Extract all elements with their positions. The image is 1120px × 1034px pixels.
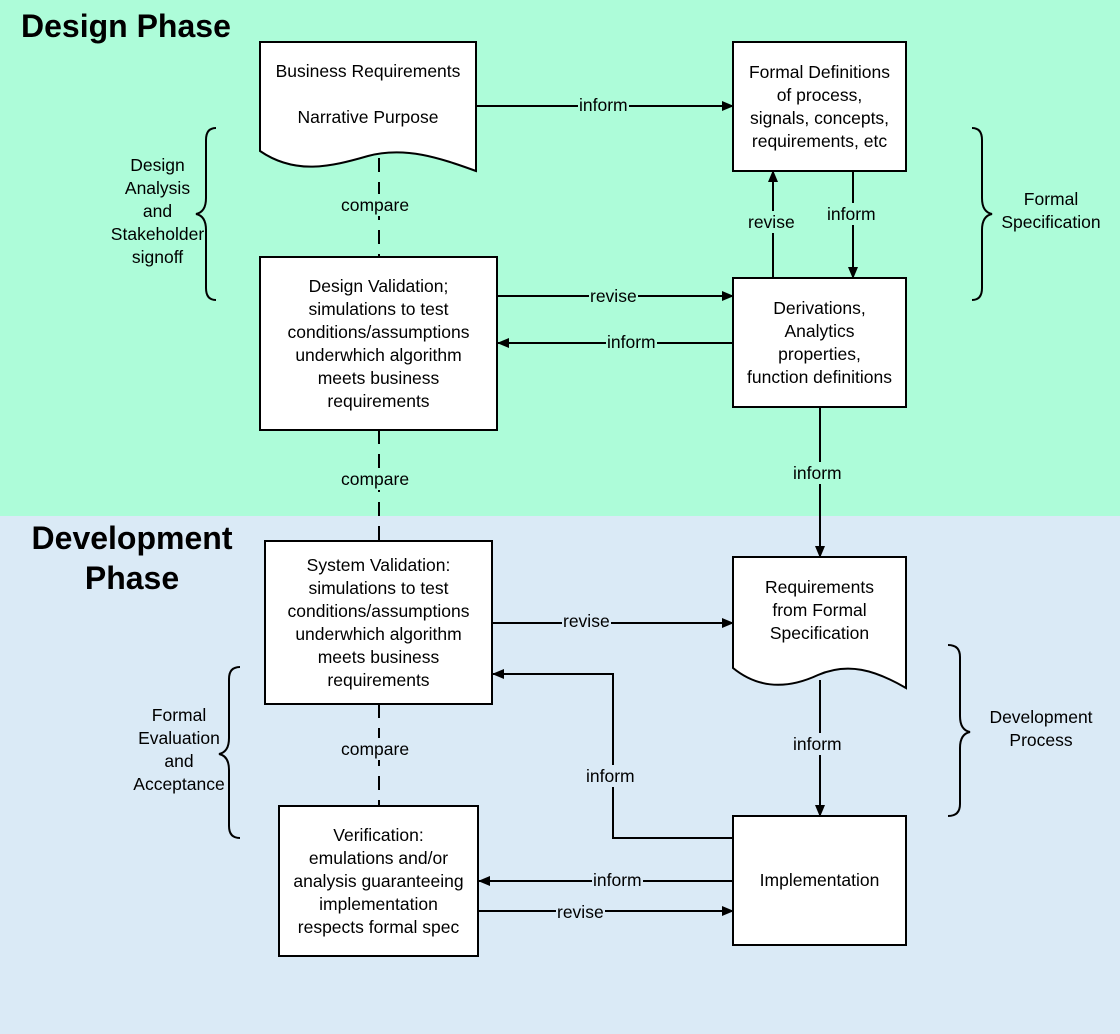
edge-label-inform: inform xyxy=(578,94,629,116)
formal-specification-label: Formal Specification xyxy=(1001,189,1101,232)
design-phase-title: Design Phase xyxy=(21,8,231,44)
development-phase-title: Development Phase xyxy=(31,520,233,596)
formal-definitions-shape xyxy=(732,41,907,172)
implementation-node: Implementation xyxy=(759,870,880,890)
edge-label-revise: revise xyxy=(747,211,796,233)
edge-label-inform: inform xyxy=(585,765,636,787)
system-validation-shape xyxy=(264,540,493,705)
brace-design-analysis xyxy=(195,127,217,301)
brace-formal-evaluation xyxy=(218,666,241,839)
edge-label-inform: inform xyxy=(792,733,843,755)
verification-node: Verification: emulations and/or analysis… xyxy=(293,824,464,937)
business-requirements-shape xyxy=(259,41,477,173)
edge-label-inform: inform xyxy=(592,869,643,891)
brace-formal-specification xyxy=(971,127,993,301)
arrow-impl-to-sv xyxy=(492,669,733,839)
development-process-label: Development Process xyxy=(989,707,1093,750)
design-validation-shape xyxy=(259,256,498,431)
system-validation-node: System Validation: simulations to test c… xyxy=(287,554,470,690)
edge-label-revise: revise xyxy=(562,610,611,632)
edge-label-compare: compare xyxy=(340,738,411,760)
edge-label-revise: revise xyxy=(589,285,638,307)
derivations-shape xyxy=(732,277,907,408)
edge-label-inform: inform xyxy=(606,331,657,353)
design-validation-node: Design Validation; simulations to test c… xyxy=(287,275,470,411)
edge-label-inform: inform xyxy=(826,203,877,225)
edge-label-revise: revise xyxy=(556,901,605,923)
business-requirements-node: Business Requirements Narrative Purpose xyxy=(275,60,461,127)
design-phase-region xyxy=(0,0,1120,516)
edge-label-inform: inform xyxy=(792,462,843,484)
formal-definitions-node: Formal Definitions of process, signals, … xyxy=(748,61,891,151)
design-analysis-label: Design Analysis and Stakeholder signoff xyxy=(110,155,205,267)
requirements-from-spec-shape xyxy=(732,556,907,690)
implementation-shape xyxy=(732,815,907,946)
derivations-node: Derivations, Analytics properties, funct… xyxy=(747,297,892,387)
edge-label-compare: compare xyxy=(340,468,411,490)
formal-evaluation-label: Formal Evaluation and Acceptance xyxy=(133,705,225,794)
requirements-from-spec-node: Requirements from Formal Specification xyxy=(765,577,874,643)
development-phase-region xyxy=(0,516,1120,1034)
edge-label-compare: compare xyxy=(340,194,411,216)
verification-shape xyxy=(278,805,479,957)
brace-development-process xyxy=(947,644,971,817)
